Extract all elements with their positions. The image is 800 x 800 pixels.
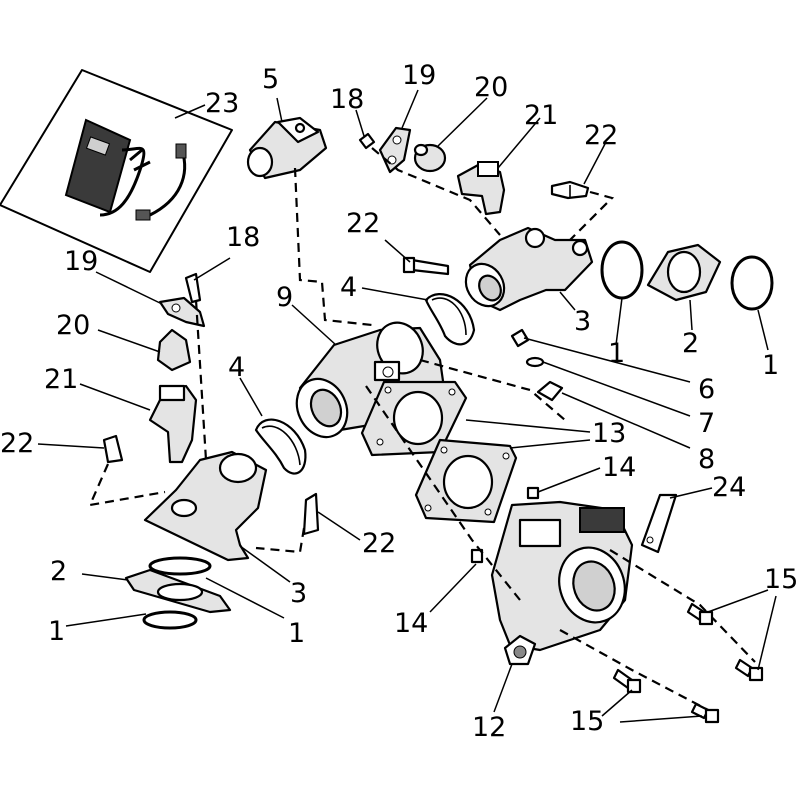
part-13-gasket-upper [360,380,468,457]
part-24-plate [640,493,678,554]
part-23-control-unit-inset [0,69,233,273]
left-injector-group [37,257,231,507]
callout-3-upper: 3 [574,306,591,337]
callout-8: 8 [698,444,715,475]
callout-15-bottom: 15 [570,706,604,737]
callout-15-right: 15 [764,564,798,595]
callout-3-lower: 3 [290,578,307,609]
part-22-bolt-middle [402,256,450,276]
callout-18-left: 18 [226,222,260,253]
callout-24: 24 [712,472,746,503]
part-15-bolt-b [734,658,764,682]
callout-7: 7 [698,408,715,439]
flange-gasket-left-2 [124,568,232,614]
callout-22-lower: 22 [362,528,396,559]
callout-23: 23 [205,88,239,119]
part-4-hose-clamp-upper [424,293,476,346]
callout-1-right-a: 1 [608,338,625,369]
part-15-bolt-d [690,702,720,724]
o-ring-right-2 [730,255,774,311]
part-3-lower-manifold [143,450,268,562]
callout-21-left: 21 [44,364,78,395]
part-3-upper-manifold [464,226,594,312]
flange-gasket-right-2 [646,243,722,302]
callout-13: 13 [592,418,626,449]
upper-injector-group [355,89,615,248]
callout-9: 9 [276,282,293,313]
callout-20-upper: 20 [474,72,508,103]
callout-4-lower: 4 [228,352,245,383]
parts-6-7-8-fasteners [510,328,564,402]
throttle-body-assembly [490,500,634,666]
callout-14-upper: 14 [602,452,636,483]
part-9-twin-throttle-body [295,321,447,439]
o-ring-right-1 [600,240,644,300]
callout-2-right: 2 [682,328,699,359]
part-14-dowel-lower [470,548,484,564]
callout-22-upper: 22 [584,120,618,151]
callout-1-left-lower: 1 [48,616,65,647]
callout-1-right-b: 1 [762,350,779,381]
callout-1-left-upper: 1 [288,618,305,649]
o-ring-left-upper [148,556,212,576]
callout-22-left: 22 [0,428,34,459]
callout-14-lower: 14 [394,608,428,639]
part-22-bolt-lower [302,492,320,536]
part-15-bolt-a [686,602,714,626]
part-14-dowel-upper [526,486,540,500]
callout-4-upper: 4 [340,272,357,303]
callout-2-left: 2 [50,556,67,587]
callout-18-upper: 18 [330,84,364,115]
part-15-bolt-c [612,668,642,694]
o-ring-left-lower [142,610,198,630]
callout-21-upper: 21 [524,100,558,131]
callout-12: 12 [472,712,506,743]
callout-19-upper: 19 [402,60,436,91]
part-13-gasket-lower [414,438,518,524]
callout-19-left: 19 [64,246,98,277]
part-4-hose-clamp-lower [254,418,307,475]
part-5-bracket [246,116,328,180]
callout-22-middle: 22 [346,208,380,239]
callout-6: 6 [698,374,715,405]
callout-20-left: 20 [56,310,90,341]
callout-5: 5 [262,64,279,95]
